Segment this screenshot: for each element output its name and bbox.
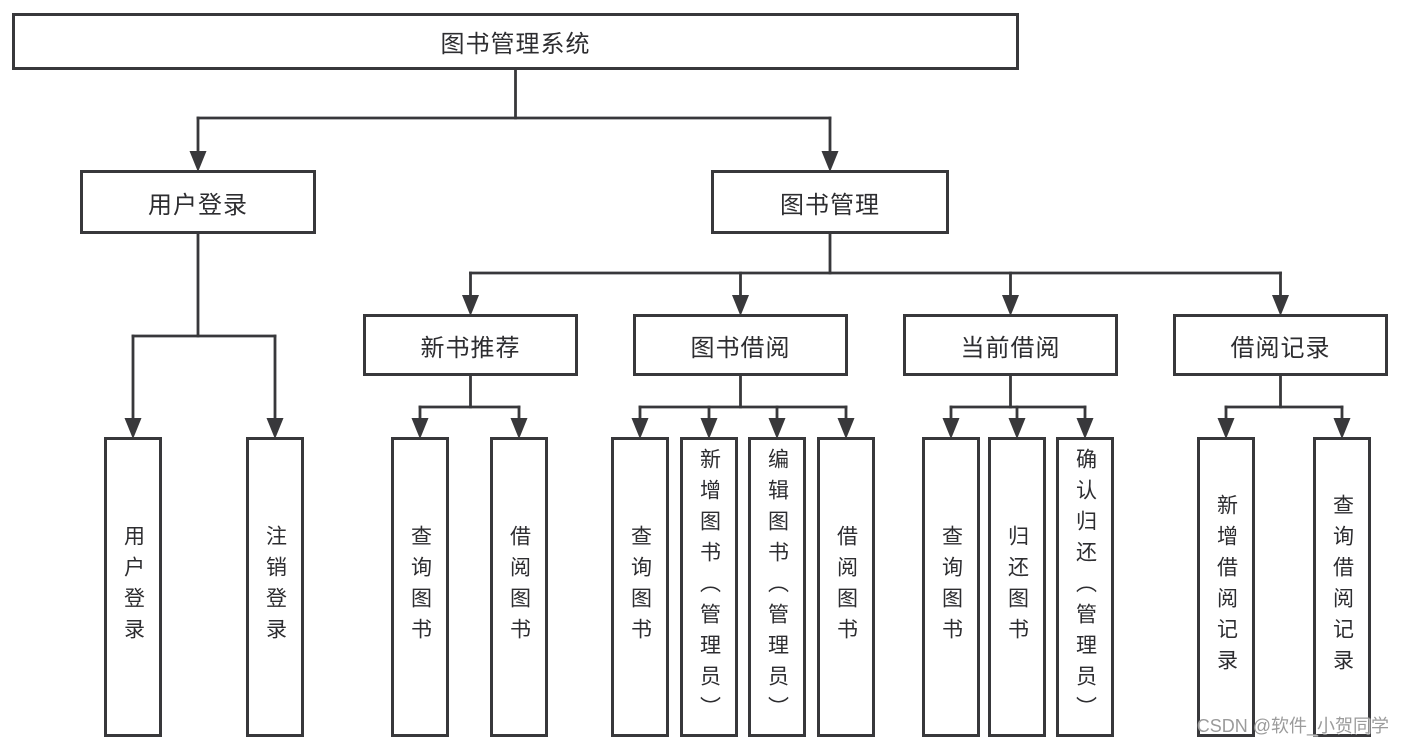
watermark: CSDN @软件_小贺同学 (1196, 716, 1389, 736)
node-book-borrowing: 图书借阅 (633, 314, 848, 376)
node-user-login: 用户登录 (80, 170, 316, 234)
leaf-query-books-borrow: 查询图书 (611, 437, 669, 737)
leaf-borrow-books-newbook-label: 借阅图书 (507, 525, 531, 649)
leaf-add-books-admin: 新增图书（管理员） (680, 437, 738, 737)
leaf-return-books-label: 归还图书 (1005, 525, 1029, 649)
leaf-edit-books-admin: 编辑图书（管理员） (748, 437, 806, 737)
leaf-return-books: 归还图书 (988, 437, 1046, 737)
node-new-book-recommend: 新书推荐 (363, 314, 578, 376)
node-current-borrowing: 当前借阅 (903, 314, 1118, 376)
leaf-user-login-label: 用户登录 (121, 525, 145, 649)
leaf-query-books-newbook: 查询图书 (391, 437, 449, 737)
leaf-edit-books-admin-label: 编辑图书（管理员） (765, 447, 789, 727)
leaf-query-borrow-record: 查询借阅记录 (1313, 437, 1371, 737)
node-library-management-system: 图书管理系统 (12, 13, 1019, 70)
leaf-logout: 注销登录 (246, 437, 304, 737)
leaf-query-books-current-label: 查询图书 (939, 525, 963, 649)
leaf-confirm-return-admin: 确认归还（管理员） (1056, 437, 1114, 737)
leaf-user-login: 用户登录 (104, 437, 162, 737)
leaf-add-borrow-record: 新增借阅记录 (1197, 437, 1255, 737)
leaf-borrow-books-borrow: 借阅图书 (817, 437, 875, 737)
leaf-add-books-admin-label: 新增图书（管理员） (697, 447, 721, 727)
leaf-query-books-current: 查询图书 (922, 437, 980, 737)
leaf-borrow-books-borrow-label: 借阅图书 (834, 525, 858, 649)
leaf-add-borrow-record-label: 新增借阅记录 (1214, 494, 1238, 680)
leaf-logout-label: 注销登录 (263, 525, 287, 649)
leaf-query-borrow-record-label: 查询借阅记录 (1330, 494, 1354, 680)
leaf-query-books-borrow-label: 查询图书 (628, 525, 652, 649)
leaf-query-books-newbook-label: 查询图书 (408, 525, 432, 649)
leaf-confirm-return-admin-label: 确认归还（管理员） (1073, 447, 1097, 727)
node-borrowing-records: 借阅记录 (1173, 314, 1388, 376)
leaf-borrow-books-newbook: 借阅图书 (490, 437, 548, 737)
node-book-management: 图书管理 (711, 170, 949, 234)
